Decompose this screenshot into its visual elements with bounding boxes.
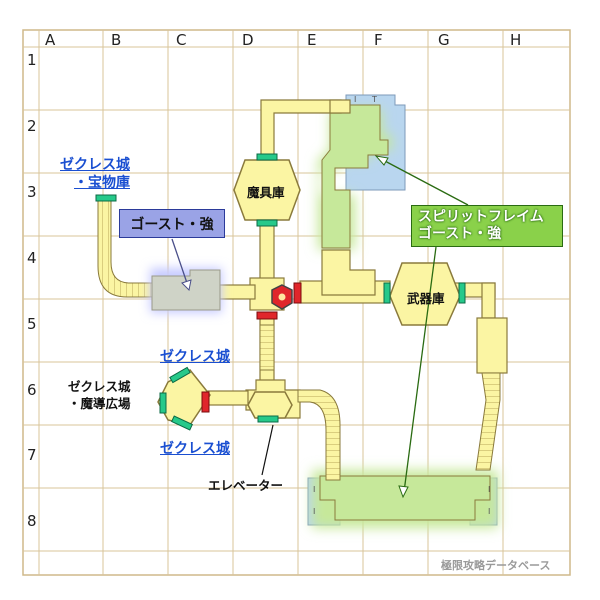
- col-label-D: D: [242, 31, 254, 49]
- haunted-zone-south: [312, 470, 498, 528]
- svg-text:T: T: [371, 95, 377, 104]
- col-label-A: A: [45, 31, 56, 49]
- row-label-7: 7: [27, 446, 37, 464]
- row-label-4: 4: [27, 249, 37, 267]
- elevator-room: [247, 391, 293, 419]
- link-zekres-south[interactable]: ゼクレス城: [160, 441, 230, 457]
- row-label-2: 2: [27, 117, 37, 135]
- row-label-8: 8: [27, 512, 37, 530]
- link-zekres-treasury[interactable]: ゼクレス城 ・宝物庫: [60, 157, 130, 191]
- svg-text:I: I: [354, 95, 356, 104]
- svg-text:I: I: [313, 507, 315, 516]
- crest-icon: [271, 284, 293, 310]
- enemy-tag-spirit-line2: ゴースト・強: [418, 226, 502, 242]
- ghost-room: [150, 268, 222, 313]
- col-label-F: F: [374, 31, 383, 49]
- enemy-tag-spirit: スピリットフレイム ゴースト・強: [411, 205, 563, 247]
- enemy-tag-ghost: ゴースト・強: [119, 209, 225, 238]
- row-label-1: 1: [27, 51, 37, 69]
- col-label-E: E: [307, 31, 317, 49]
- row-label-6: 6: [27, 381, 37, 399]
- col-label-H: H: [510, 31, 522, 49]
- door-green: [256, 219, 278, 227]
- col-label-C: C: [176, 31, 187, 49]
- door-green: [458, 282, 466, 304]
- svg-text:I: I: [488, 485, 490, 494]
- door-green: [257, 415, 279, 423]
- label-weapon-room: 武器庫: [407, 291, 445, 306]
- door-green: [256, 153, 278, 161]
- magic-tool-room: [233, 159, 301, 221]
- col-label-G: G: [438, 31, 450, 49]
- stairs: [97, 199, 501, 481]
- door-green: [171, 415, 193, 431]
- row-label-3: 3: [27, 183, 37, 201]
- svg-text:I: I: [313, 485, 315, 494]
- door-green: [169, 366, 191, 384]
- enemy-tag-ghost-text: ゴースト・強: [130, 216, 214, 233]
- doors: [95, 153, 466, 431]
- door-red: [201, 391, 210, 413]
- svg-text:I: I: [488, 507, 490, 516]
- haunted-zone-north: [318, 104, 392, 250]
- enemy-tag-spirit-line1: スピリットフレイム: [418, 209, 544, 225]
- door-green: [383, 282, 391, 304]
- door-red: [293, 282, 302, 304]
- arrows: [171, 155, 469, 499]
- door-red: [256, 311, 278, 320]
- markers: I T I I I I: [313, 95, 490, 516]
- label-elevator: エレベーター: [208, 478, 284, 493]
- label-magic-plaza: ゼクレス城 ・魔導広場: [68, 379, 131, 411]
- watermark: 極限攻略データベース: [441, 559, 551, 572]
- link-zekres-north[interactable]: ゼクレス城: [160, 349, 230, 365]
- door-green: [159, 392, 167, 414]
- label-magic-tool-room: 魔具庫: [247, 185, 285, 200]
- row-label-5: 5: [27, 315, 37, 333]
- door-green: [95, 194, 117, 202]
- col-label-B: B: [111, 31, 122, 49]
